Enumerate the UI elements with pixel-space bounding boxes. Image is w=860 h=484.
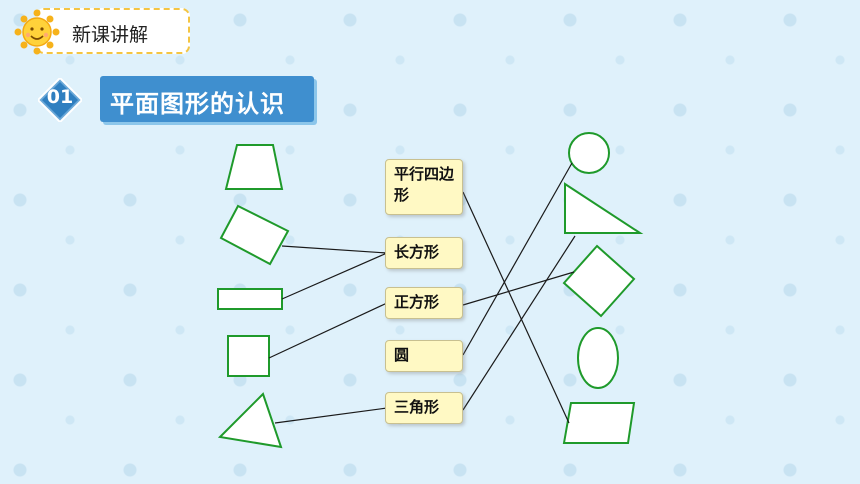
left-trapezoid-shape: [224, 144, 284, 190]
section-number-diamond: [38, 78, 82, 122]
right-parallelogram-shape: [562, 402, 636, 444]
name-label-rectangle: 长方形: [394, 243, 440, 261]
right-square-shape: [562, 244, 636, 318]
name-box-rectangle: 长方形: [385, 237, 463, 269]
right-triangle-shape: [564, 182, 644, 234]
header-box: [36, 8, 190, 54]
name-box-parallelogram: 平行四边形: [385, 159, 463, 215]
right-ellipse-shape: [577, 327, 619, 389]
name-label-parallelogram: 平行四边形: [394, 165, 455, 204]
header-title: 新课讲解: [72, 24, 149, 46]
line-parallelogram-box-to-parallelogram: [462, 191, 570, 424]
section-title-bar: [100, 76, 314, 122]
matching-lines: [268, 162, 576, 424]
line-square-to-square-box: [268, 302, 388, 359]
left-square-shape: [227, 335, 270, 377]
right-circle-shape: [568, 132, 610, 174]
name-label-square: 正方形: [394, 293, 440, 311]
section-title: 平面图形的认识: [110, 90, 285, 118]
name-label-triangle: 三角形: [394, 398, 440, 416]
name-label-circle: 圆: [394, 346, 410, 364]
section-number: 01: [46, 86, 74, 108]
line-triangle-to-triangle-box: [274, 407, 388, 424]
line-circle-box-to-circle: [462, 162, 573, 356]
left-triangle-shape: [217, 392, 283, 449]
line-rhombus-to-rectangle-box: [281, 245, 388, 254]
line-rectangle-to-rectangle-box: [281, 252, 388, 300]
line-square-box-to-square: [462, 271, 575, 306]
left-rectangle-shape: [217, 288, 283, 310]
sun-icon: [14, 9, 60, 55]
line-triangle-box-to-triangle: [462, 235, 576, 411]
name-box-circle: 圆: [385, 340, 463, 372]
left-rhombus-shape: [219, 204, 290, 266]
header-tag: 新课讲解: [12, 8, 194, 56]
name-box-triangle: 三角形: [385, 392, 463, 424]
name-box-square: 正方形: [385, 287, 463, 319]
